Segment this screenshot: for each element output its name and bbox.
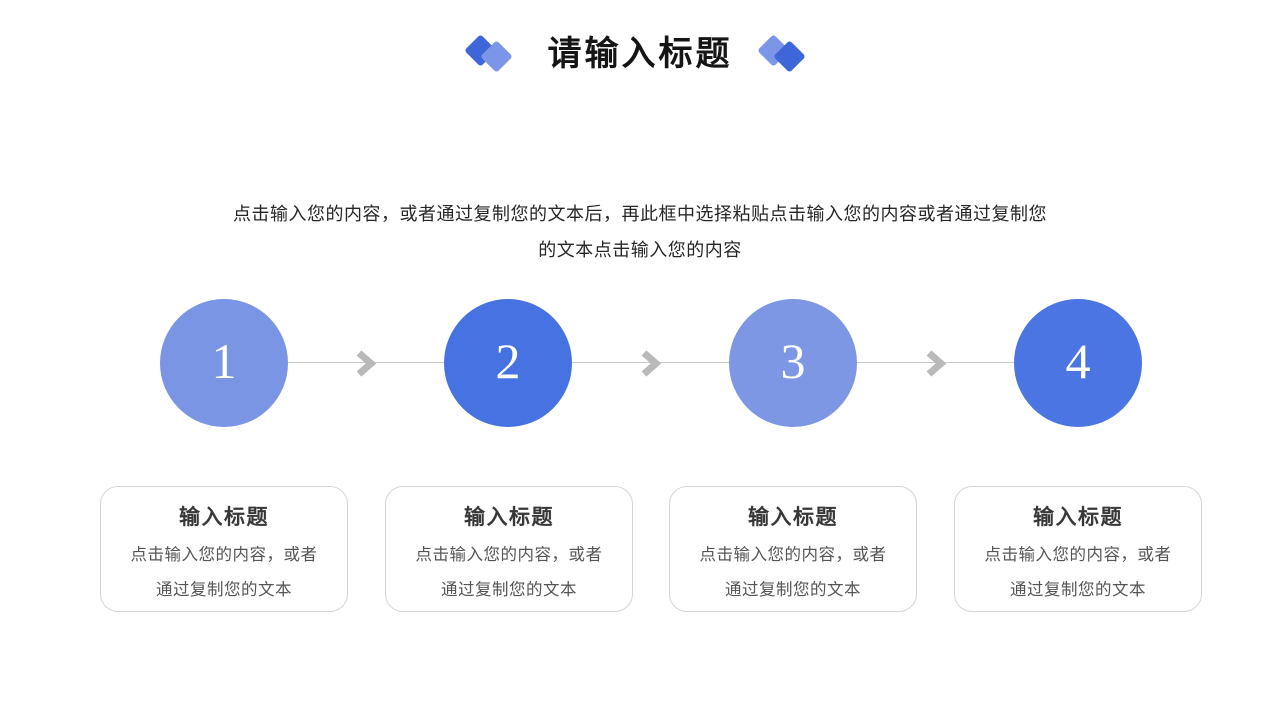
step-number: 4 [1065, 333, 1091, 389]
intro-line: 点击输入您的内容，或者通过复制您的文本后，再此框中选择粘贴点击输入您的内容或者通… [233, 204, 1047, 224]
step-number: 3 [780, 333, 806, 389]
intro-text[interactable]: 点击输入您的内容，或者通过复制您的文本后，再此框中选择粘贴点击输入您的内容或者通… [0, 196, 1280, 268]
card-title[interactable]: 输入标题 [1033, 506, 1123, 529]
card-body-line: 通过复制您的文本 [156, 581, 292, 599]
card-body[interactable]: 点击输入您的内容，或者 通过复制您的文本 [101, 538, 347, 608]
step-number: 2 [495, 333, 521, 389]
step-card-2[interactable]: 输入标题 点击输入您的内容，或者 通过复制您的文本 [385, 486, 633, 612]
card-title[interactable]: 输入标题 [179, 506, 269, 529]
card-body-line: 通过复制您的文本 [725, 581, 861, 599]
step-circle-4: 4 [1014, 299, 1142, 427]
card-body[interactable]: 点击输入您的内容，或者 通过复制您的文本 [955, 538, 1201, 608]
card-body-line: 点击输入您的内容，或者 [984, 546, 1172, 564]
arrow-right-icon [355, 350, 377, 377]
step-circle-2: 2 [444, 299, 572, 427]
step-card-3[interactable]: 输入标题 点击输入您的内容，或者 通过复制您的文本 [669, 486, 917, 612]
step-circle-1: 1 [160, 299, 288, 427]
card-body[interactable]: 点击输入您的内容，或者 通过复制您的文本 [386, 538, 632, 608]
page-title[interactable]: 请输入标题 [547, 35, 733, 73]
card-title[interactable]: 输入标题 [464, 506, 554, 529]
step-number: 1 [211, 333, 237, 389]
card-body-line: 点击输入您的内容，或者 [130, 546, 318, 564]
card-title[interactable]: 输入标题 [748, 506, 838, 529]
arrow-right-icon [640, 350, 662, 377]
step-card-1[interactable]: 输入标题 点击输入您的内容，或者 通过复制您的文本 [100, 486, 348, 612]
card-body-line: 点击输入您的内容，或者 [415, 546, 603, 564]
step-card-4[interactable]: 输入标题 点击输入您的内容，或者 通过复制您的文本 [954, 486, 1202, 612]
card-body[interactable]: 点击输入您的内容，或者 通过复制您的文本 [670, 538, 916, 608]
card-body-line: 通过复制您的文本 [1010, 581, 1146, 599]
arrow-right-icon [925, 350, 947, 377]
intro-line: 的文本点击输入您的内容 [538, 240, 742, 260]
card-body-line: 点击输入您的内容，或者 [699, 546, 887, 564]
card-body-line: 通过复制您的文本 [441, 581, 577, 599]
title-row: 请输入标题 [0, 30, 1280, 78]
step-circle-3: 3 [729, 299, 857, 427]
